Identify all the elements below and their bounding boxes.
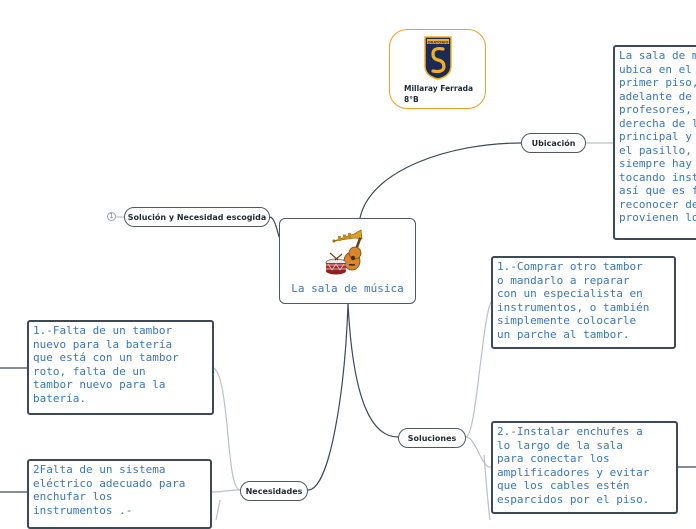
student-class: 8°B	[404, 95, 419, 104]
link-soluciones-s2	[466, 437, 491, 467]
drum-trumpet-guitar-icon	[324, 227, 372, 275]
link-soluciones-below	[484, 455, 490, 520]
collapse-toggle[interactable]: 1	[107, 212, 116, 221]
link-central-solucion	[270, 217, 279, 237]
central-topic-title: La sala de música	[280, 282, 415, 295]
link-necesidades-below	[216, 500, 220, 520]
collapse-count: 1	[109, 212, 113, 220]
central-topic[interactable]: La sala de música	[279, 218, 416, 304]
note-solucion-2[interactable]: 2.-Instalar enchufes a lo largo de la sa…	[491, 421, 678, 514]
link-soluciones-s1	[466, 302, 491, 437]
branch-soluciones[interactable]: Soluciones	[398, 428, 466, 448]
note-ubicacion[interactable]: La sala de música se ubica en el primer …	[613, 45, 696, 240]
link-central-necesidades	[308, 304, 348, 490]
note-necesidad-1[interactable]: 1.-Falta de un tambor nuevo para la bate…	[27, 320, 214, 415]
school-logo-card: ORATORIO Millaray Ferrada 8°B	[389, 29, 486, 109]
note-necesidad-2[interactable]: 2Falta de un sistema eléctrico adecuado …	[27, 459, 212, 529]
branch-soluciones-label: Soluciones	[408, 434, 457, 443]
link-necesidades-n1	[214, 368, 240, 490]
note-solucion-1[interactable]: 1.-Comprar otro tambor o mandarlo a repa…	[491, 256, 676, 349]
branch-solucion-necesidad-label: Solución y Necesidad escogida	[128, 213, 267, 222]
branch-necesidades-label: Necesidades	[246, 487, 303, 496]
crest-text: ORATORIO	[428, 40, 449, 44]
link-necesidades-n2	[212, 490, 240, 492]
branch-solucion-necesidad[interactable]: Solución y Necesidad escogida	[124, 207, 270, 227]
link-central-ubicacion	[360, 143, 521, 218]
school-crest-icon: ORATORIO	[424, 36, 452, 80]
branch-necesidades[interactable]: Necesidades	[240, 481, 308, 501]
student-name: Millaray Ferrada	[404, 84, 473, 93]
branch-ubicacion-label: Ubicación	[532, 139, 576, 148]
link-central-soluciones	[348, 304, 398, 437]
branch-ubicacion[interactable]: Ubicación	[521, 133, 586, 153]
